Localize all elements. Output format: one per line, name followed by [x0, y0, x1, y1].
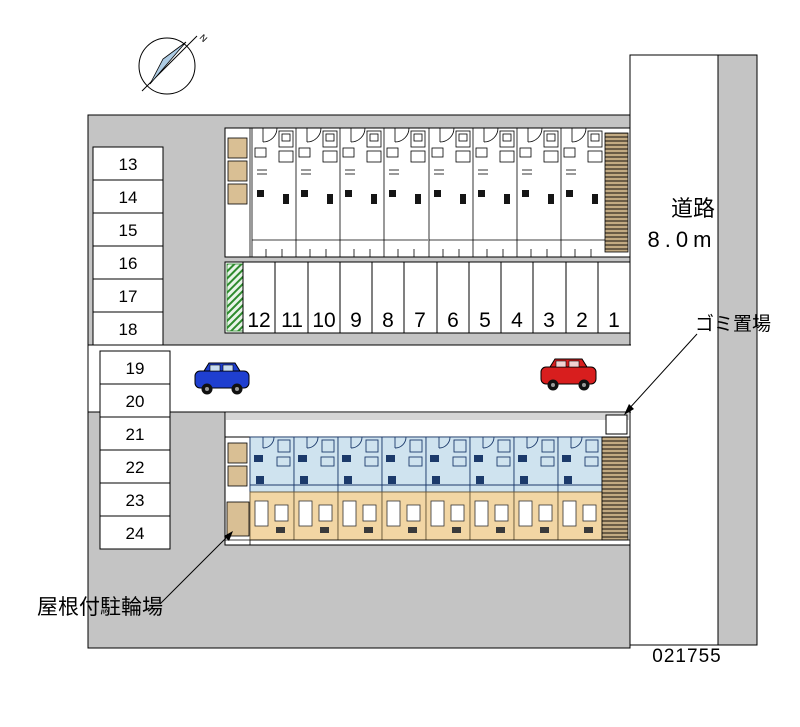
apartment-unit — [337, 436, 383, 493]
stall-dividers — [242, 262, 599, 333]
apartment-unit — [293, 491, 339, 541]
building-upper-outline — [224, 127, 631, 258]
parking-space-label: 14 — [119, 188, 138, 207]
balcony-box — [227, 442, 248, 464]
parking-space-label: 19 — [126, 359, 145, 378]
parking-space-label: 23 — [126, 491, 145, 510]
parking-space-label: 2 — [576, 309, 588, 332]
parking-space-label: 1 — [608, 309, 620, 332]
annotations: ゴミ置場 屋根付駐輪場 021755 — [37, 313, 771, 667]
apartment-unit — [469, 436, 515, 493]
garbage-leader-line — [626, 333, 698, 412]
parking-space-label: 11 — [281, 309, 303, 332]
apartment-unit — [513, 491, 559, 541]
parking-space-label: 7 — [414, 309, 426, 332]
parking-space-label: 5 — [479, 309, 491, 332]
stall-dividers — [100, 383, 170, 517]
apartment-unit — [381, 491, 427, 541]
apartment-unit — [293, 436, 339, 493]
parking-row-block — [224, 261, 631, 334]
parking-space-label: 20 — [126, 392, 145, 411]
road-width-label: 8.0m — [648, 227, 717, 252]
compass-needle — [149, 41, 187, 85]
garbage-arrowhead — [624, 404, 634, 415]
building-lower — [224, 411, 631, 546]
parking-space-label: 3 — [543, 309, 555, 332]
apartment-unit — [249, 436, 295, 493]
parking-space-label: 17 — [119, 287, 138, 306]
parking-space-label: 21 — [126, 425, 145, 444]
stairs-hatch — [604, 132, 629, 253]
apartment-unit — [425, 436, 471, 493]
balcony-box — [227, 465, 248, 487]
compass-north-label: N — [198, 32, 210, 44]
garbage-area-box — [605, 414, 628, 435]
balcony-box — [227, 183, 248, 205]
bike-shed-label: 屋根付駐輪場 — [37, 596, 163, 619]
parking-space-label: 16 — [119, 254, 138, 273]
apartment-unit — [381, 436, 427, 493]
parking-row: 12 11 10 9 8 7 6 5 4 3 2 1 — [224, 261, 631, 334]
hedge-strip — [226, 263, 244, 332]
parking-space-label: 9 — [350, 309, 362, 332]
apartment-unit — [249, 491, 295, 541]
parking-space-label: 22 — [126, 458, 145, 477]
balcony-box — [227, 160, 248, 182]
parking-space-label: 13 — [119, 155, 138, 174]
garbage-label: ゴミ置場 — [695, 313, 771, 335]
apartment-unit — [425, 491, 471, 541]
parking-space-label: 4 — [511, 309, 523, 332]
parking-space-label: 12 — [247, 309, 270, 332]
stairs-hatch — [601, 436, 629, 541]
bike-shed-box — [226, 501, 250, 537]
balcony-box — [227, 137, 248, 159]
building-upper — [224, 127, 631, 258]
apartment-unit — [513, 436, 559, 493]
road — [629, 54, 719, 646]
stall-dividers — [93, 179, 163, 313]
corridor-band — [226, 413, 629, 420]
parking-space-label: 8 — [382, 309, 394, 332]
parking-space-label: 15 — [119, 221, 138, 240]
car-blue — [194, 362, 250, 395]
bike-shed-leader-line — [159, 534, 230, 605]
parking-left-upper: 13 14 15 16 17 18 — [92, 146, 164, 346]
car-red — [540, 358, 597, 391]
parking-space-label: 24 — [126, 524, 145, 543]
apartment-unit — [557, 491, 603, 541]
bike-shed-arrowhead — [224, 531, 233, 541]
parking-left-lower: 19 20 21 22 23 24 — [99, 350, 171, 550]
apartment-unit — [469, 491, 515, 541]
apartment-unit — [337, 491, 383, 541]
apartment-unit — [557, 436, 603, 493]
road-far-side-block — [717, 54, 758, 646]
road-label: 道路 — [671, 196, 715, 221]
parking-space-label: 10 — [312, 309, 335, 332]
parking-space-label: 18 — [119, 320, 138, 339]
compass: N — [138, 32, 210, 95]
parking-space-label: 6 — [447, 309, 459, 332]
plan-number: 021755 — [652, 646, 721, 667]
